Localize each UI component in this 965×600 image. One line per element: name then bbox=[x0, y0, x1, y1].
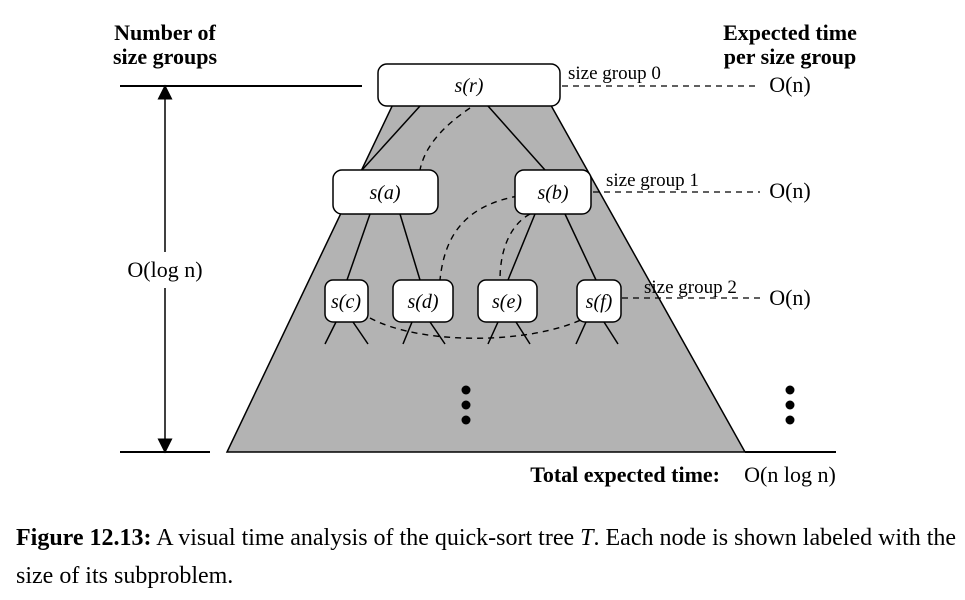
tree-edges bbox=[324, 105, 619, 345]
size-group-2-time: O(n) bbox=[769, 285, 811, 310]
total-label: Total expected time: bbox=[530, 462, 720, 487]
caption-var: T bbox=[580, 525, 594, 551]
caption-text-before: A visual time analysis of the quick-sort… bbox=[156, 525, 575, 551]
node-a: s(a) bbox=[332, 169, 439, 215]
node-d: s(d) bbox=[392, 279, 454, 323]
size-group-1-time: O(n) bbox=[769, 178, 811, 203]
header-left-line1: Number of bbox=[114, 20, 216, 45]
node-f: s(f) bbox=[576, 279, 622, 323]
header-right-line1: Expected time bbox=[723, 20, 857, 45]
node-d-label: s(d) bbox=[407, 291, 438, 313]
caption-number: Figure 12.13: bbox=[16, 525, 152, 551]
node-c: s(c) bbox=[324, 279, 369, 323]
header-left-line2: size groups bbox=[113, 44, 218, 69]
dashed-paths bbox=[369, 107, 586, 339]
total-value: O(n log n) bbox=[744, 462, 836, 487]
time-ellipsis bbox=[785, 385, 795, 425]
tree-shape bbox=[225, 99, 747, 453]
size-group-2-label: size group 2 bbox=[644, 277, 737, 298]
node-b-label: s(b) bbox=[537, 182, 568, 204]
node-b: s(b) bbox=[514, 169, 592, 215]
figure-caption: Figure 12.13: A visual time analysis of … bbox=[16, 519, 961, 595]
node-a-label: s(a) bbox=[369, 182, 400, 204]
size-group-1-label: size group 1 bbox=[606, 170, 699, 191]
node-r: s(r) bbox=[377, 63, 561, 107]
size-group-0-label: size group 0 bbox=[568, 63, 661, 84]
size-group-0-time: O(n) bbox=[769, 72, 811, 97]
tree-ellipsis bbox=[461, 385, 471, 425]
size-group-2: size group 2 O(n) bbox=[622, 277, 811, 310]
node-r-label: s(r) bbox=[455, 75, 484, 97]
node-e: s(e) bbox=[477, 279, 538, 323]
node-f-label: s(f) bbox=[586, 291, 613, 313]
node-e-label: s(e) bbox=[492, 291, 522, 313]
header-right-line2: per size group bbox=[724, 44, 856, 69]
node-c-label: s(c) bbox=[331, 291, 361, 313]
size-group-1: size group 1 O(n) bbox=[593, 170, 811, 203]
caption-text-after: . Each node is shown labeled with the si… bbox=[16, 525, 957, 589]
size-group-0: size group 0 O(n) bbox=[562, 63, 811, 97]
depth-label: O(log n) bbox=[127, 257, 202, 282]
quick-sort-time-analysis-diagram: Number of size groups Expected time per … bbox=[113, 20, 857, 487]
